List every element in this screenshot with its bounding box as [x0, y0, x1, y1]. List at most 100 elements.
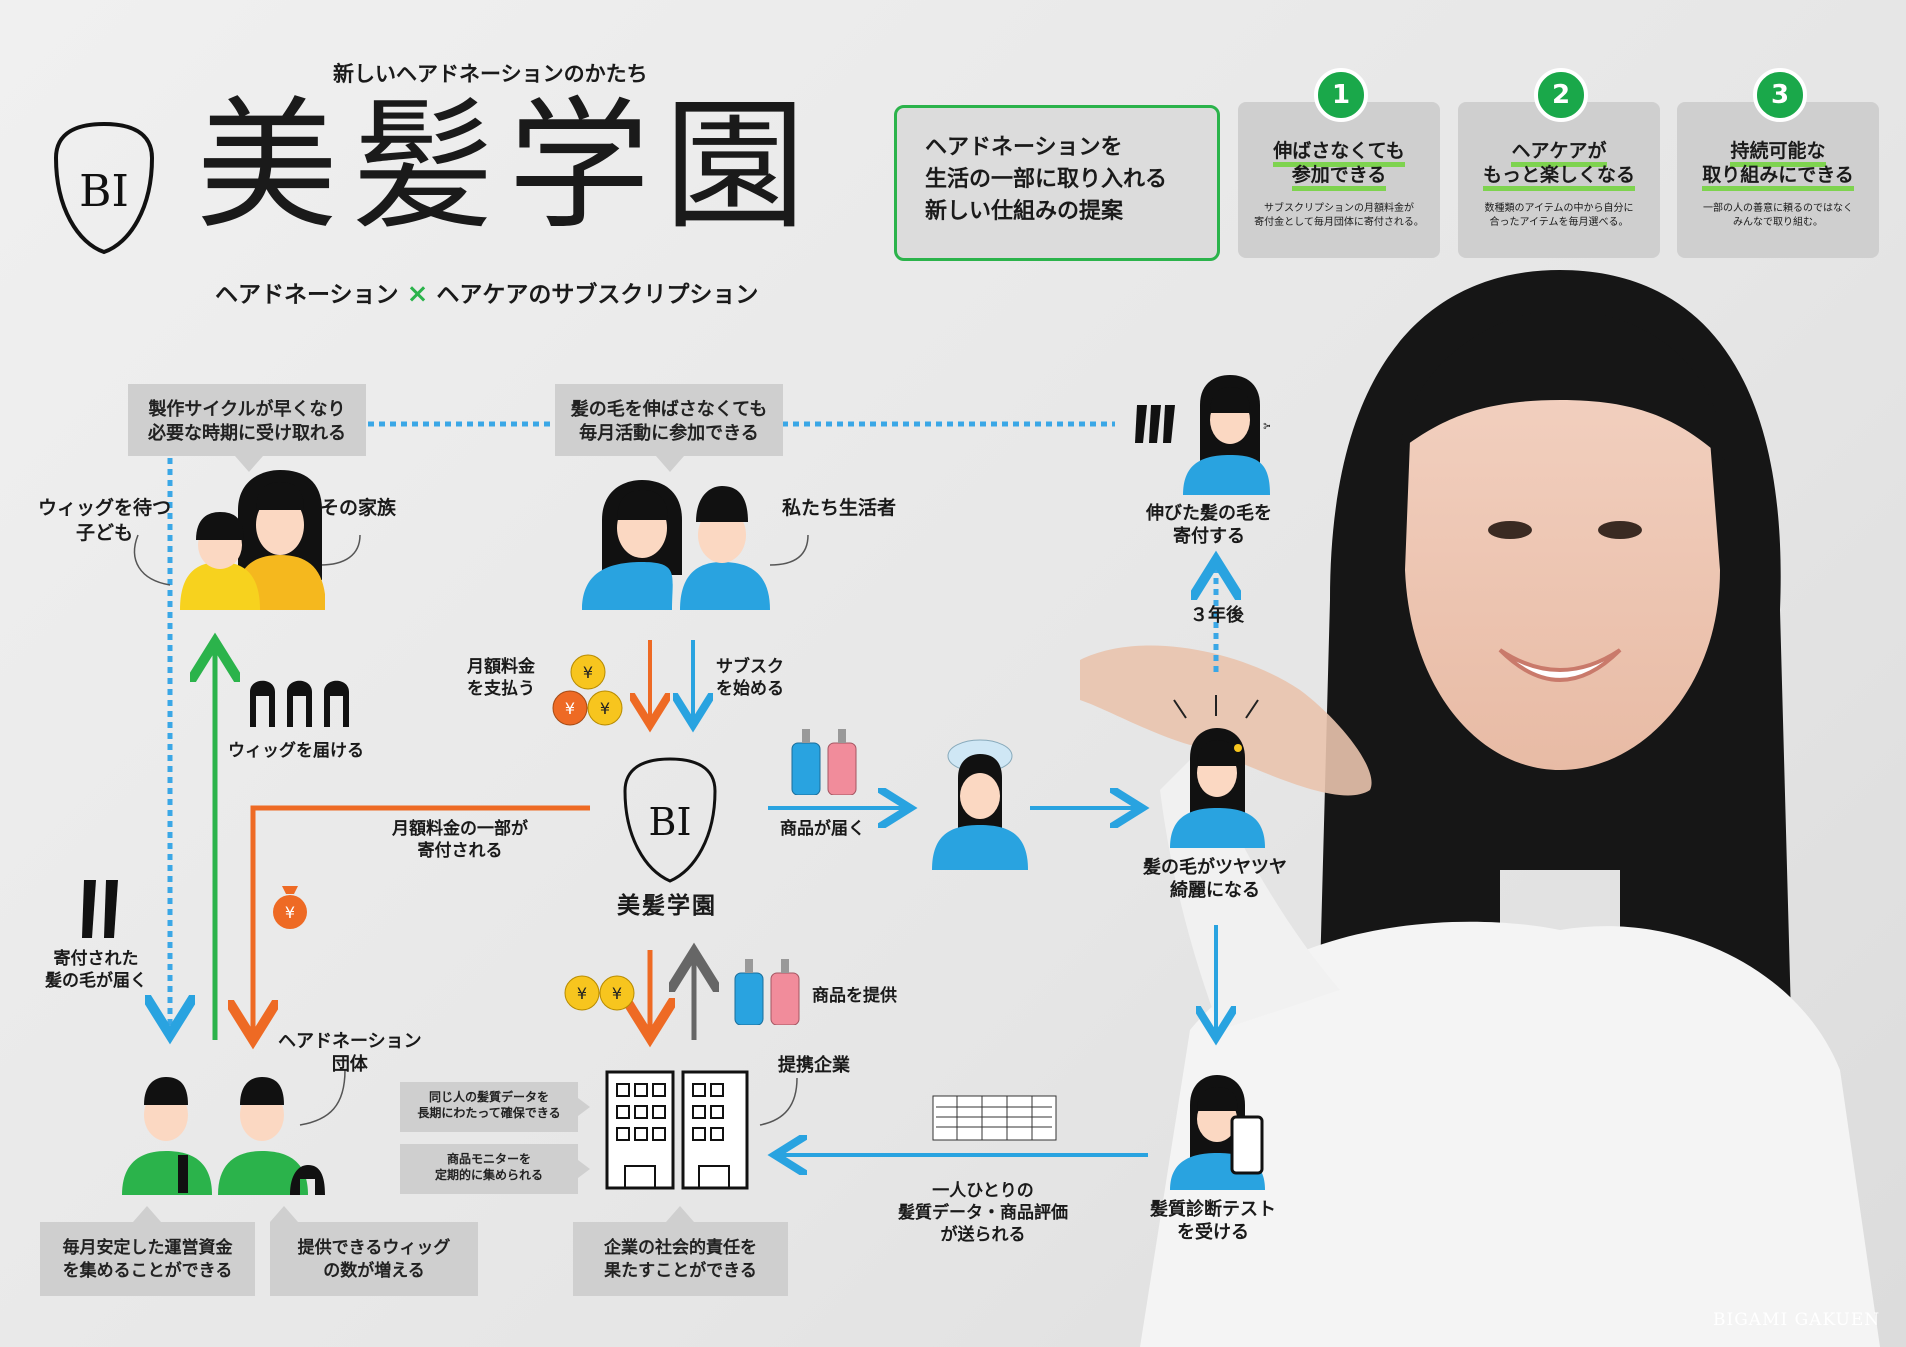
feature-title-1a: 伸ばさなくても [1273, 140, 1405, 167]
feature-desc-2b: 合ったアイテムを毎月選べる。 [1489, 216, 1629, 228]
yen-symbol: ¥ [583, 663, 593, 682]
callout-pointer [133, 1206, 161, 1222]
organization-icon [122, 1077, 325, 1195]
proposal-line-2: 生活の一部に取り入れる [925, 166, 1168, 192]
info-box-wigs-line1: 提供できるウィッグ [297, 1238, 451, 1258]
data-box-long-term-line1: 同じ人の髪質データを [428, 1090, 549, 1104]
callout-pointer [666, 1206, 694, 1222]
info-box-cycle-line2: 必要な時期に受け取れる [148, 423, 346, 445]
label-test: 髪質診断テスト を受ける [1150, 1198, 1276, 1245]
label-family: その家族 [320, 497, 397, 519]
info-box-funds-line1: 毎月安定した運営資金 [62, 1238, 233, 1258]
label-fee-donated-line2: 寄付される [417, 841, 503, 862]
info-box-csr: 企業の社会的責任を 果たすことができる [573, 1222, 788, 1296]
label-hair-arrives-line2: 髪の毛が届く [45, 971, 147, 992]
proposal-line-3: 新しい仕組みの提案 [925, 198, 1124, 224]
label-donate-hair-line1: 伸びた髪の毛を [1146, 503, 1272, 524]
info-box-cycle: 製作サイクルが早くなり 必要な時期に受け取れる [128, 384, 366, 456]
feature-title-2b: もっと楽しくなる [1482, 163, 1635, 191]
label-test-line1: 髪質診断テスト [1150, 1199, 1276, 1220]
label-fee-donated-line1: 月額料金の一部が [392, 819, 528, 839]
label-start-sub: サブスク を始める [716, 656, 784, 700]
label-three-years: ３年後 [1190, 605, 1244, 626]
page-title: 美髪学園 [196, 84, 820, 249]
test-taker-icon [1170, 1075, 1265, 1190]
feature-desc-1b: 寄付金として毎月団体に寄付される。 [1254, 216, 1424, 228]
feature-title-2a: ヘアケアが [1511, 140, 1607, 167]
info-box-csr-line1: 企業の社会的責任を [604, 1238, 757, 1258]
label-start-sub-line1: サブスク [716, 657, 784, 677]
info-box-funds: 毎月安定した運営資金 を集めることができる [40, 1222, 255, 1296]
label-child-line1: ウィッグを待つ [38, 497, 172, 519]
feature-number: 1 [1314, 68, 1368, 122]
shampoo-user-icon [932, 739, 1028, 870]
feature-desc-1a: サブスクリプションの月額料金が [1264, 202, 1414, 214]
callout-tail [299, 1069, 346, 1126]
label-shiny-line1: 髪の毛がツヤツヤ [1143, 857, 1287, 878]
yen-symbol: ¥ [285, 903, 295, 922]
bi-logo-icon: BI [53, 121, 155, 255]
child-and-family-icon [180, 470, 325, 610]
info-box-no-grow: 髪の毛を伸ばさなくても 毎月活動に参加できる [555, 384, 783, 456]
callout-pointer [270, 1206, 298, 1222]
label-shiny-line2: 綺麗になる [1170, 880, 1260, 902]
feature-title-3b: 取り組みにできる [1702, 163, 1854, 191]
feature-card-3: 3 持続可能な 取り組みにできる 一部の人の善意に頼るのではなく みんなで取り組… [1677, 68, 1879, 258]
money-bags-icon: ¥ ¥ ¥ [552, 654, 623, 726]
callout-tail [759, 1077, 798, 1126]
label-donate-hair: 伸びた髪の毛を 寄付する [1146, 502, 1272, 549]
label-fee-donated: 月額料金の一部が 寄付される [392, 818, 528, 862]
label-data-sent-line2: 髪質データ・商品評価 [898, 1203, 1068, 1224]
label-organization-line2: 団体 [331, 1054, 368, 1076]
feature-title-3a: 持続可能な [1730, 140, 1826, 167]
bottles-icon [791, 729, 857, 795]
label-data-sent: 一人ひとりの 髪質データ・商品評価 が送られる [898, 1180, 1068, 1246]
callout-tail [133, 534, 171, 586]
tagline: 新しいヘアドネーションのかたち [333, 62, 648, 86]
callout-tail [319, 534, 361, 566]
data-box-long-term: 同じ人の髪質データを 長期にわたって確保できる [400, 1082, 578, 1132]
yen-symbol: ¥ [600, 699, 610, 718]
data-box-monitor-line2: 定期的に集められる [434, 1168, 543, 1183]
feature-number: 3 [1753, 68, 1807, 122]
consumers-icon [582, 480, 770, 610]
label-donate-hair-line2: 寄付する [1173, 526, 1245, 548]
feature-number: 2 [1534, 68, 1588, 122]
info-box-funds-line2: を集めることができる [62, 1260, 233, 1281]
label-hair-arrives: 寄付された 髪の毛が届く [45, 948, 147, 992]
callout-pointer [578, 1160, 590, 1178]
callout-pointer [578, 1098, 590, 1116]
feature-desc-3a: 一部の人の善意に頼るのではなく [1703, 202, 1853, 214]
company-money-icon: ¥ ¥ [564, 975, 635, 1011]
label-child-line2: 子ども [76, 521, 134, 544]
footer-brand: BIGAMI GAKUEN [1713, 1310, 1881, 1330]
feature-card-1: 1 伸ばさなくても 参加できる サブスクリプションの月額料金が 寄付金として毎月… [1238, 68, 1440, 258]
subtitle: ヘアドネーション × ヘアケアのサブスクリプション [215, 275, 758, 309]
label-organization: ヘアドネーション 団体 [278, 1030, 422, 1077]
label-provide-product: 商品を提供 [812, 986, 897, 1006]
label-partner: 提携企業 [778, 1055, 850, 1076]
shiny-hair-icon [1170, 728, 1265, 848]
data-box-monitor: 商品モニターを 定期的に集められる [400, 1144, 578, 1194]
label-product-arrives: 商品が届く [780, 819, 865, 839]
orange-donation-arrow [253, 805, 590, 1040]
label-test-line2: を受ける [1177, 1222, 1249, 1244]
yen-coin-icon: ¥ [273, 886, 307, 929]
yen-symbol: ¥ [577, 984, 587, 1003]
wigs-icon [250, 680, 349, 727]
subtitle-hair-donation: ヘアドネーション [215, 282, 399, 308]
label-child: ウィッグを待つ 子ども [38, 496, 171, 545]
feature-desc-3b: みんなで取り組む。 [1733, 216, 1823, 228]
callout-tail [769, 534, 809, 566]
yen-symbol: ¥ [612, 984, 622, 1003]
feature-title-1b: 参加できる [1291, 163, 1387, 191]
hair-donor-icon: ✂ [1135, 375, 1270, 495]
info-box-wigs-line2: の数が増える [323, 1260, 425, 1281]
data-sheets-icon [932, 1095, 1057, 1141]
donated-hair-icon [82, 880, 118, 938]
sparkle-line [1173, 699, 1187, 719]
label-data-sent-line3: が送られる [940, 1225, 1026, 1246]
label-data-sent-line1: 一人ひとりの [932, 1181, 1034, 1201]
callout-pointer [656, 456, 684, 472]
